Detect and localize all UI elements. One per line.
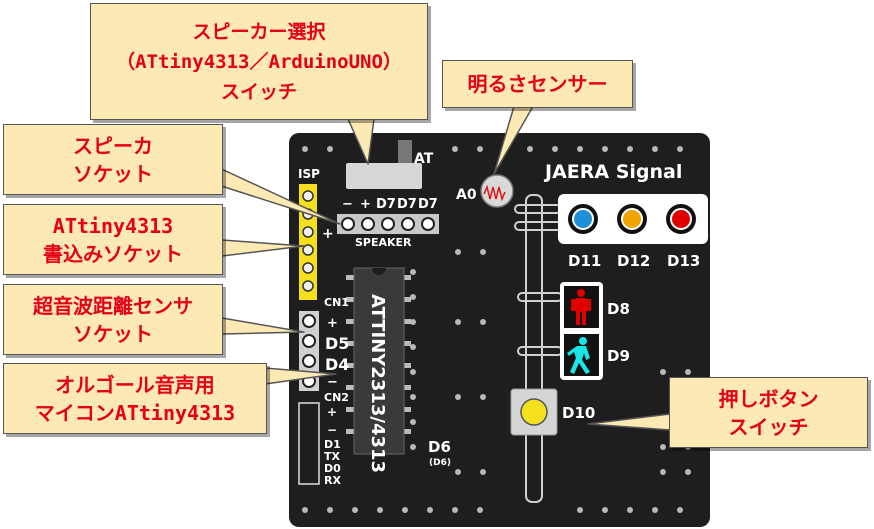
label-d10: D10 [562,404,595,422]
cn2-pin-plus: + [327,405,337,419]
label-d8: D8 [607,300,630,318]
callout-speaker-select-line2: （ATtiny4313／ArduinoUNO） [116,50,402,73]
label-d13: D13 [667,252,700,270]
ic-pins-right [403,275,411,434]
callout-light-sensor: 明るさセンサー [442,60,633,108]
d6-label: D6 [428,438,451,456]
cn1-pin-d5: D5 [325,334,349,353]
cn2-pin-d0: D0 [324,462,341,475]
callout-light-sensor-line1: 明るさセンサー [467,72,608,96]
cn2-pin-d1: D1 [324,438,341,451]
cn1-pin-d4: D4 [325,355,349,374]
ic-notch [372,268,386,275]
slide-switch-knob[interactable] [398,140,412,166]
lamp-yellow [617,204,647,234]
callout-attiny-socket-line2: 書込みソケット [43,241,183,266]
callout-orgel-mcu: オルゴール音声用 マイコンATtiny4313 [3,363,267,434]
ic-pins-left [346,275,354,434]
callout-orgel-mcu-line2: マイコンATtiny4313 [34,400,236,425]
speaker-socket-pins [341,217,435,231]
callout-push-button: 押しボタン スイッチ [669,377,868,448]
callout-attiny-socket-line1: ATtiny4313 [52,213,174,238]
callout-orgel-mcu-line1: オルゴール音声用 [55,372,215,397]
callout-ultrasonic-socket-line1: 超音波距離センサ [33,293,193,318]
callout-speaker-socket: スピーカ ソケット [3,124,223,195]
ped-red-figure-icon [571,289,591,325]
signal-pole [525,194,543,503]
callout-speaker-select-line1: スピーカー選択 [192,20,326,43]
callout-speaker-socket-line2: ソケット [73,161,153,186]
speaker-label: SPEAKER [355,236,412,249]
light-sensor-pattern [483,184,506,202]
speaker-pin-d7-b: D7 [397,197,417,212]
light-sensor [480,174,514,208]
a0-label: A0 [456,187,477,203]
callout-push-button-line2: スイッチ [728,414,809,439]
cn1-pins [302,314,316,388]
board-holes [302,146,691,513]
cn2-pin-rx: RX [324,474,341,487]
callout-pointers [214,102,671,431]
isp-label: ISP [298,167,320,181]
cn2-socket [298,402,320,485]
speaker-pin-d7-c: D7 [418,197,438,212]
ic-chip-label: ATTINY2313/4313 [367,294,388,473]
cn2-pin-minus: − [327,423,337,437]
callout-attiny-socket: ATtiny4313 書込みソケット [3,204,223,275]
d6-sub-label: (D6) [429,458,451,468]
push-button[interactable] [520,398,548,426]
speaker-pin-minus: − [342,197,353,212]
callout-ultrasonic-socket-line2: ソケット [73,321,153,346]
speaker-pin-d7-a: D7 [376,197,396,212]
speaker-pin-plus: + [360,197,371,212]
cn1-pin-minus: − [327,375,338,390]
ped-cyan-figure-icon [567,337,590,374]
callout-ultrasonic-socket: 超音波距離センサ ソケット [3,284,223,355]
callout-speaker-socket-line1: スピーカ [73,133,153,158]
slide-switch[interactable] [346,163,422,189]
cn2-label: CN2 [324,391,349,404]
callout-speaker-select: スピーカー選択 （ATtiny4313／ArduinoUNO） スイッチ [90,3,428,120]
board-title: JAERA Signal [543,161,682,183]
lamp-blue [568,204,598,234]
callout-push-button-line1: 押しボタン [718,386,819,411]
label-d11: D11 [568,252,601,270]
lamp-red [666,204,696,234]
label-d12: D12 [617,252,650,270]
sat-label: AT [414,151,434,167]
callout-speaker-select-line3: スイッチ [220,80,297,103]
cn1-pin-plus: + [327,316,338,331]
label-d9: D9 [607,347,630,365]
cn1-label: CN1 [324,296,349,309]
isp-plus-label: + [322,226,334,242]
cn2-pin-tx: TX [324,450,341,463]
